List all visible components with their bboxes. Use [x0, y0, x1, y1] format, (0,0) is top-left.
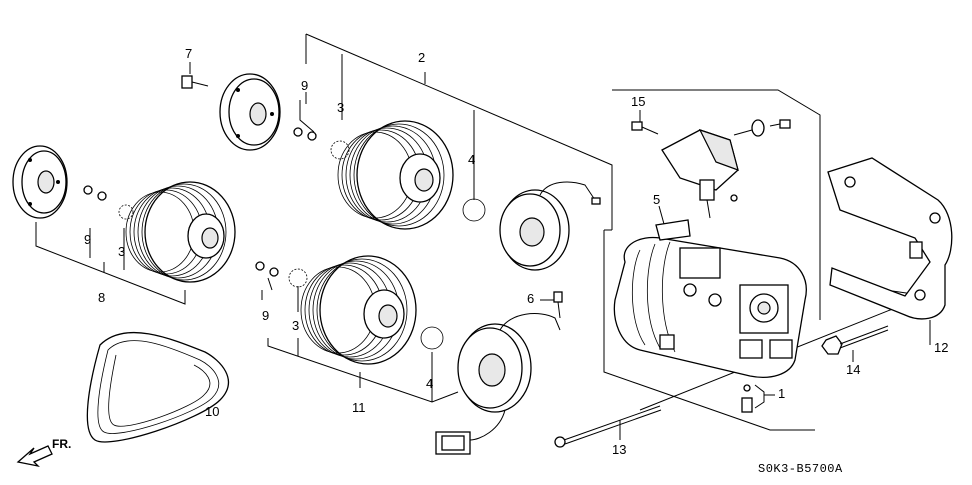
callout-4-lower: 4 — [426, 376, 433, 391]
callout-3-lower: 3 — [292, 318, 299, 333]
field-coil-lower — [435, 313, 561, 455]
callout-6: 6 — [527, 291, 534, 306]
bolt-14 — [821, 325, 889, 355]
snap-ring-4-upper — [462, 198, 486, 222]
front-direction-arrow: FR. — [16, 437, 71, 468]
bolt-6 — [553, 291, 563, 319]
callout-7: 7 — [185, 46, 192, 61]
clutch-plate-top — [219, 73, 281, 151]
callout-4-upper: 4 — [468, 152, 475, 167]
snap-ring-lower — [288, 268, 308, 288]
diagram-code: S0K3-B5700A — [758, 462, 843, 476]
callout-15: 15 — [631, 94, 645, 109]
callout-10: 10 — [205, 404, 219, 419]
pulley-upper — [337, 120, 454, 230]
compressor-body — [613, 236, 807, 378]
long-bolt-13 — [554, 405, 662, 448]
shim-nuts-upper — [293, 127, 317, 141]
drive-belt — [86, 331, 229, 443]
callout-2: 2 — [418, 50, 425, 65]
thermal-switch — [733, 119, 791, 137]
callout-14: 14 — [846, 362, 860, 377]
compressor-bracket-12 — [827, 157, 953, 320]
callout-13: 13 — [612, 442, 626, 457]
bolt-7 — [181, 75, 209, 89]
callout-8: 8 — [98, 290, 105, 305]
callout-labels: 2 7 9 3 4 9 3 8 9 3 4 11 10 6 5 15 1 13 … — [84, 46, 948, 457]
callout-9-left: 9 — [84, 232, 91, 247]
bolt-15 — [631, 121, 659, 135]
callout-12: 12 — [934, 340, 948, 355]
snap-ring-4-lower — [420, 326, 444, 350]
callout-5: 5 — [653, 192, 660, 207]
callout-1: 1 — [778, 386, 785, 401]
compressor-bracket-5 — [655, 219, 691, 241]
callout-3-upper: 3 — [337, 100, 344, 115]
pulley-left — [125, 181, 236, 283]
pulley-lower — [300, 255, 417, 365]
clutch-plate-left — [12, 145, 68, 219]
callout-11: 11 — [352, 400, 366, 415]
shim-nuts-left — [83, 185, 107, 201]
snap-ring-left — [118, 204, 134, 220]
front-marker-label: FR. — [52, 437, 71, 451]
field-coil-upper — [499, 181, 601, 271]
top-mount-bracket — [661, 128, 739, 219]
shim-nuts-lower — [255, 261, 279, 277]
relief-valve-1 — [741, 384, 753, 413]
callout-9-upper: 9 — [301, 78, 308, 93]
callout-3-left: 3 — [118, 244, 125, 259]
snap-ring-upper — [330, 140, 350, 160]
callout-9-lower: 9 — [262, 308, 269, 323]
